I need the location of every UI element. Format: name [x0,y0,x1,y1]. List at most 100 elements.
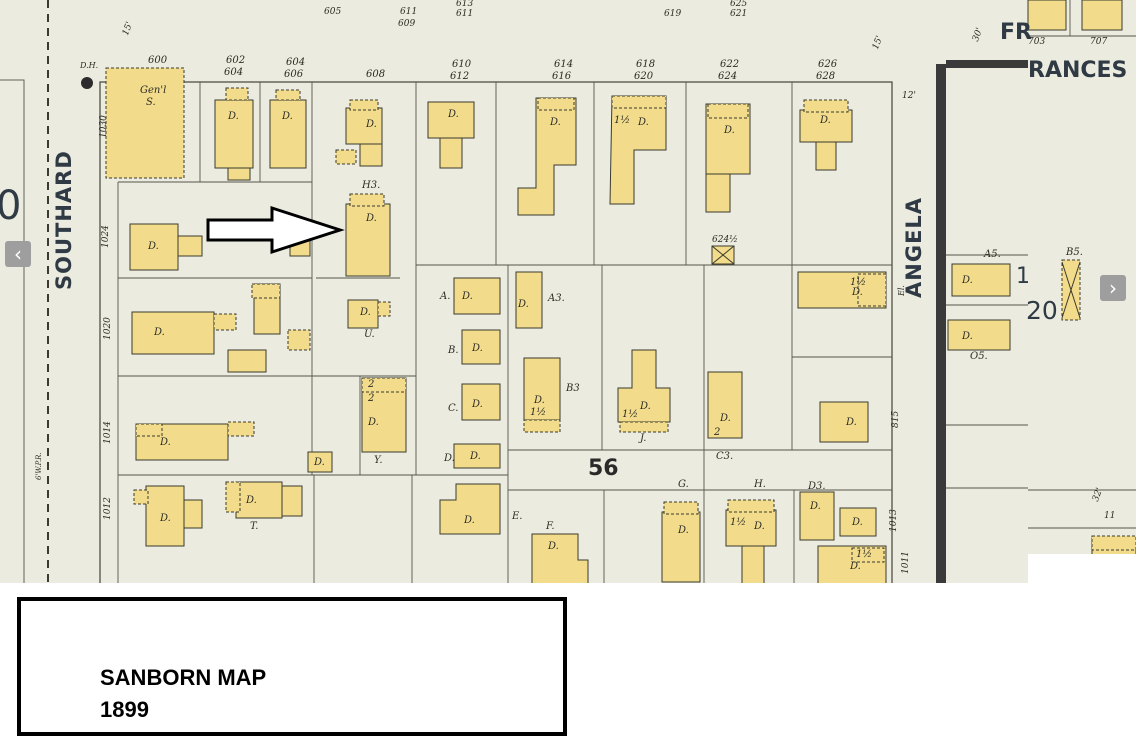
inset-digit-right: 1 [1016,264,1030,289]
label-e: E. [512,511,523,522]
label-d22: D. [846,417,857,428]
label-d8: D. [820,115,831,126]
dh-marker [81,77,93,89]
label-d12: D. [518,299,529,310]
addr-618: 618 [636,59,656,70]
label-t: T. [250,521,259,532]
addr-606: 606 [284,69,304,80]
label-d35: D. [962,275,973,286]
addr-614: 614 [554,59,574,70]
buildings [105,0,1136,583]
addr-600: 600 [148,55,168,66]
label-d24: D. [470,451,481,462]
addr-609: 609 [398,19,416,29]
label-g: G. [678,479,689,490]
map-drawing [0,0,1136,583]
label-d30: D. [678,525,689,536]
label-d18: D. [472,399,483,410]
street-label-angela: ANGELA [902,196,926,298]
label-y: Y. [374,455,383,466]
addr-1014: 1014 [103,421,113,444]
label-onehalf-3: 1½ [530,407,547,418]
inset-number-right: 20 [1026,296,1058,325]
label-d31: D. [754,521,765,532]
label-b5: B5. [1066,247,1083,258]
label-624-half: 624½ [712,235,738,245]
label-d29: D. [548,541,559,552]
label-el: El. [897,285,906,296]
label-c3: C3. [716,451,734,462]
inset-number-left: 0 [0,183,22,229]
label-d13: D. [852,287,863,298]
label-a3: A3. [548,293,565,304]
addr-620: 620 [634,71,654,82]
addr-621: 621 [730,9,748,19]
addr-1020: 1020 [103,317,113,340]
label-two-1: 2 [368,379,375,390]
caption-title: SANBORN MAP [100,665,267,690]
prev-image-button[interactable]: ‹ [5,241,31,267]
label-d1: D. [228,111,239,122]
label-d14: D. [360,307,371,318]
caption-box: SANBORN MAP 1899 [17,597,567,736]
addr-703: 703 [1028,37,1046,47]
lot-lines [117,82,892,583]
street-label-southard: SOUTHARD [52,150,76,290]
label-dh: D.H. [80,61,99,70]
addr-625: 625 [730,0,748,9]
label-a: A. [440,291,451,302]
label-onehalf-2: 1½ [850,277,867,288]
label-onehalf-6: 1½ [856,549,873,560]
addr-1024: 1024 [101,225,111,248]
street-label-frances-fragment: FR [1000,20,1032,45]
addr-611: 611 [400,7,418,17]
addr-610: 610 [452,59,472,70]
label-d20: D. [640,401,651,412]
addr-1030: 1030 [99,115,109,138]
width-label-7: 6'W.P.R. [35,452,43,480]
addr-1011: 1011 [901,551,911,574]
building-general-store [105,67,185,179]
label-j: J. [640,433,647,444]
caption-year: 1899 [100,697,149,722]
sanborn-map[interactable]: SOUTHARD ANGELA FR RANCES 56 0 20 1 600 … [0,0,1136,583]
label-h3: H3. [362,180,381,191]
label-d28: D. [464,515,475,526]
label-u: U. [364,329,375,340]
addr-604: 604 [286,57,306,68]
addr-608: 608 [366,69,386,80]
addr-612: 612 [450,71,470,82]
label-d3: D. [366,119,377,130]
addr-815: 815 [891,410,901,428]
label-o5: O5. [970,351,988,362]
addr-707: 707 [1090,37,1108,47]
label-f: F. [546,521,555,532]
label-store: S. [146,97,156,108]
addr-611b: 611 [456,9,474,19]
frances-wall [936,64,946,583]
label-two-2: 2 [368,393,375,404]
label-d33: D. [852,517,863,528]
label-d26: D. [160,513,171,524]
label-d19: D. [534,395,545,406]
next-image-button[interactable]: › [1100,275,1126,301]
label-d11: D. [462,291,473,302]
addr-613: 613 [456,0,474,9]
label-h: H. [754,479,766,490]
addr-605: 605 [324,7,342,17]
map-blank-corner [1028,554,1136,583]
label-d34: D. [850,561,861,572]
addr-616: 616 [552,71,572,82]
label-d7: D. [724,125,735,136]
addr-602: 602 [226,55,246,66]
width-label-2: 12' [902,91,916,101]
addr-1012: 1012 [103,497,113,520]
left-lot [0,79,25,583]
addr-619: 619 [664,9,682,19]
label-d21: D. [720,413,731,424]
label-onehalf-4: 1½ [622,409,639,420]
label-two-3: 2 [714,427,721,438]
street-label-frances: RANCES [1028,58,1128,83]
label-d15: D. [154,327,165,338]
addr-626: 626 [818,59,838,70]
